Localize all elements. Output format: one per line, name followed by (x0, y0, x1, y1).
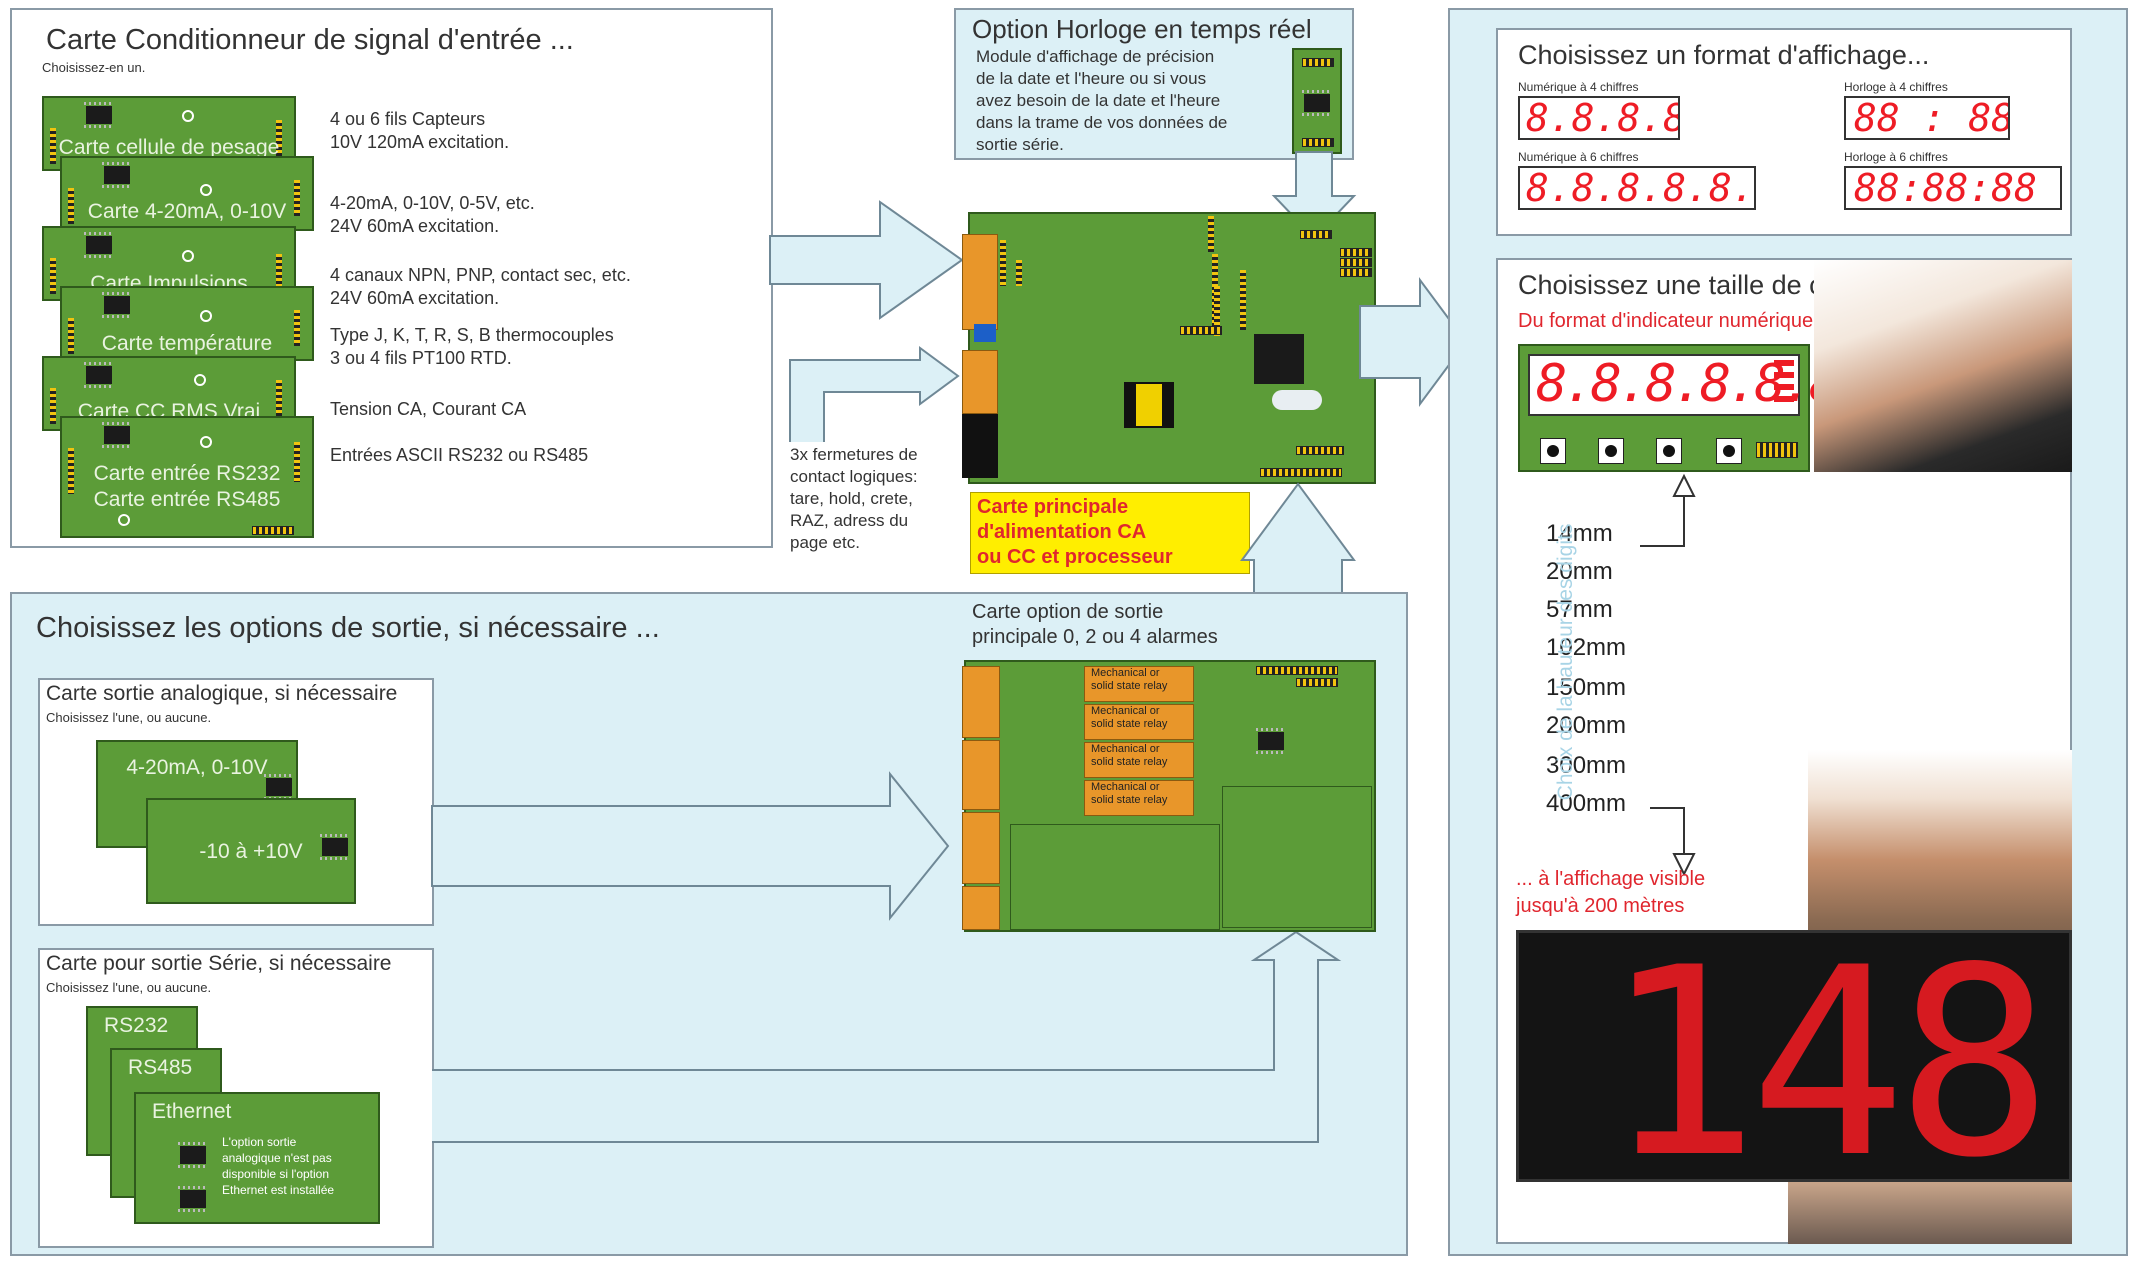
card-label: RS485 (128, 1056, 193, 1079)
size-axis-label: Choix de la hauteur des digits (1554, 523, 1577, 801)
card-label: Ethernet (152, 1100, 232, 1123)
size-option[interactable]: 400mm (1546, 790, 1627, 817)
clock-module-board[interactable] (1292, 48, 1342, 154)
segment-display: 88:88:88 (1854, 166, 2038, 210)
input-panel-title: Carte Conditionneur de signal d'entrée .… (46, 24, 574, 56)
card-label: Carte température (101, 332, 273, 355)
size-option[interactable]: 200mm (1546, 712, 1627, 739)
format-panel-title: Choisissez un format d'affichage... (1518, 40, 1930, 70)
input-panel: Carte Conditionneur de signal d'entrée .… (10, 8, 773, 548)
card-label: -10 à +10V (199, 840, 303, 863)
card-label: Carte entrée RS232 (93, 462, 281, 485)
serial-output-panel: Carte pour sortie Série, si nécessaire C… (38, 948, 434, 1248)
segment-display: 8.8.8.8 (1526, 96, 1680, 140)
card-label: RS232 (104, 1014, 169, 1037)
din-display: 8.8.8.8.8.8. (1536, 354, 1868, 414)
board-to-display-arrow (1359, 276, 1468, 408)
segment-display: 8.8.8.8.8.8 (1526, 166, 1756, 210)
person-photo-small (1814, 260, 2072, 472)
card-label: 4-20mA, 0-10V (126, 756, 268, 779)
format-4-digit-numeric[interactable]: 8.8.8.8 (1518, 96, 1680, 140)
card-description: Tension CA, Courant CA (330, 399, 527, 419)
size-panel: Choisissez une taille de chiffres... Du … (1496, 258, 2072, 1244)
analog-subtitle: Choisissez l'une, ou aucune. (46, 710, 212, 725)
clock-panel: Option Horloge en temps réel Module d'af… (954, 8, 1354, 160)
indicator-button[interactable] (1598, 438, 1624, 464)
serial-to-output-arrow (432, 930, 1342, 1143)
input-panel-subtitle: Choisissez-en un. (42, 60, 146, 75)
input-card-temperature[interactable]: Carte température (60, 286, 314, 361)
size-down-arrow (1650, 807, 1696, 877)
format-4-digit-clock[interactable]: 88 : 88 (1844, 96, 2010, 140)
card-label: Carte cellule de pesage (58, 136, 280, 159)
serial-title: Carte pour sortie Série, si nécessaire (46, 952, 392, 975)
analog-output-panel: Carte sortie analogique, si nécessaire C… (38, 678, 434, 926)
serial-subtitle: Choisissez l'une, ou aucune. (46, 980, 212, 995)
card-label: Carte 4-20mA, 0-10V (87, 200, 287, 223)
input-card-4-20ma[interactable]: Carte 4-20mA, 0-10V (60, 156, 314, 231)
format-label: Numérique à 4 chiffres (1518, 80, 1639, 94)
format-label: Horloge à 4 chiffres (1844, 80, 1948, 94)
indicator-button[interactable] (1656, 438, 1682, 464)
display-panel: Choisissez un format d'affichage... Numé… (1448, 8, 2128, 1256)
person-photo-hands (1788, 1182, 2072, 1244)
size-option[interactable]: 57mm (1546, 596, 1613, 623)
format-label: Numérique à 6 chiffres (1518, 150, 1639, 164)
large-display-digits: 148 (1603, 930, 2053, 1182)
size-option[interactable]: 300mm (1546, 752, 1627, 779)
indicator-button[interactable] (1540, 438, 1566, 464)
analog-to-output-arrow (431, 771, 950, 921)
size-option[interactable]: 14mm (1546, 520, 1613, 547)
card-description: 4-20mA, 0-10V, 0-5V, etc.24V 60mA excita… (330, 193, 535, 236)
clock-panel-title: Option Horloge en temps réel (972, 14, 1312, 44)
din-indicator[interactable]: 8.8.8.8.8.8. (1518, 344, 1868, 472)
card-description: Entrées ASCII RS232 ou RS485 (330, 445, 589, 465)
card-description: 4 canaux NPN, PNP, contact sec, etc.24V … (330, 265, 631, 308)
input-card-rs232-rs485[interactable]: Carte entrée RS232 Carte entrée RS485 (60, 416, 314, 538)
main-processor-board[interactable] (962, 212, 1376, 484)
contacts-to-board-arrow (789, 346, 960, 442)
size-up-arrow (1640, 473, 1696, 547)
analog-card-10v[interactable]: -10 à +10V (146, 798, 356, 904)
card-label: Carte entrée RS485 (93, 488, 281, 511)
format-label: Horloge à 6 chiffres (1844, 150, 1948, 164)
segment-display: 88 : 88 (1854, 96, 2010, 140)
size-panel-subtitle: Du format d'indicateur numérique 1/8 DIN… (1518, 310, 1904, 332)
size-option[interactable]: 150mm (1546, 674, 1627, 701)
size-option[interactable]: 20mm (1546, 558, 1613, 585)
output-panel-title: Choisissez les options de sortie, si néc… (36, 612, 660, 644)
analog-title: Carte sortie analogique, si nécessaire (46, 682, 398, 705)
format-6-digit-clock[interactable]: 88:88:88 (1844, 166, 2062, 210)
format-6-digit-numeric[interactable]: 8.8.8.8.8.8 (1518, 166, 1756, 210)
size-option[interactable]: 102mm (1546, 634, 1627, 661)
large-display[interactable]: 148 (1516, 930, 2072, 1182)
input-to-board-arrow (769, 200, 964, 320)
format-panel: Choisissez un format d'affichage... Numé… (1496, 28, 2072, 236)
indicator-button[interactable] (1716, 438, 1742, 464)
